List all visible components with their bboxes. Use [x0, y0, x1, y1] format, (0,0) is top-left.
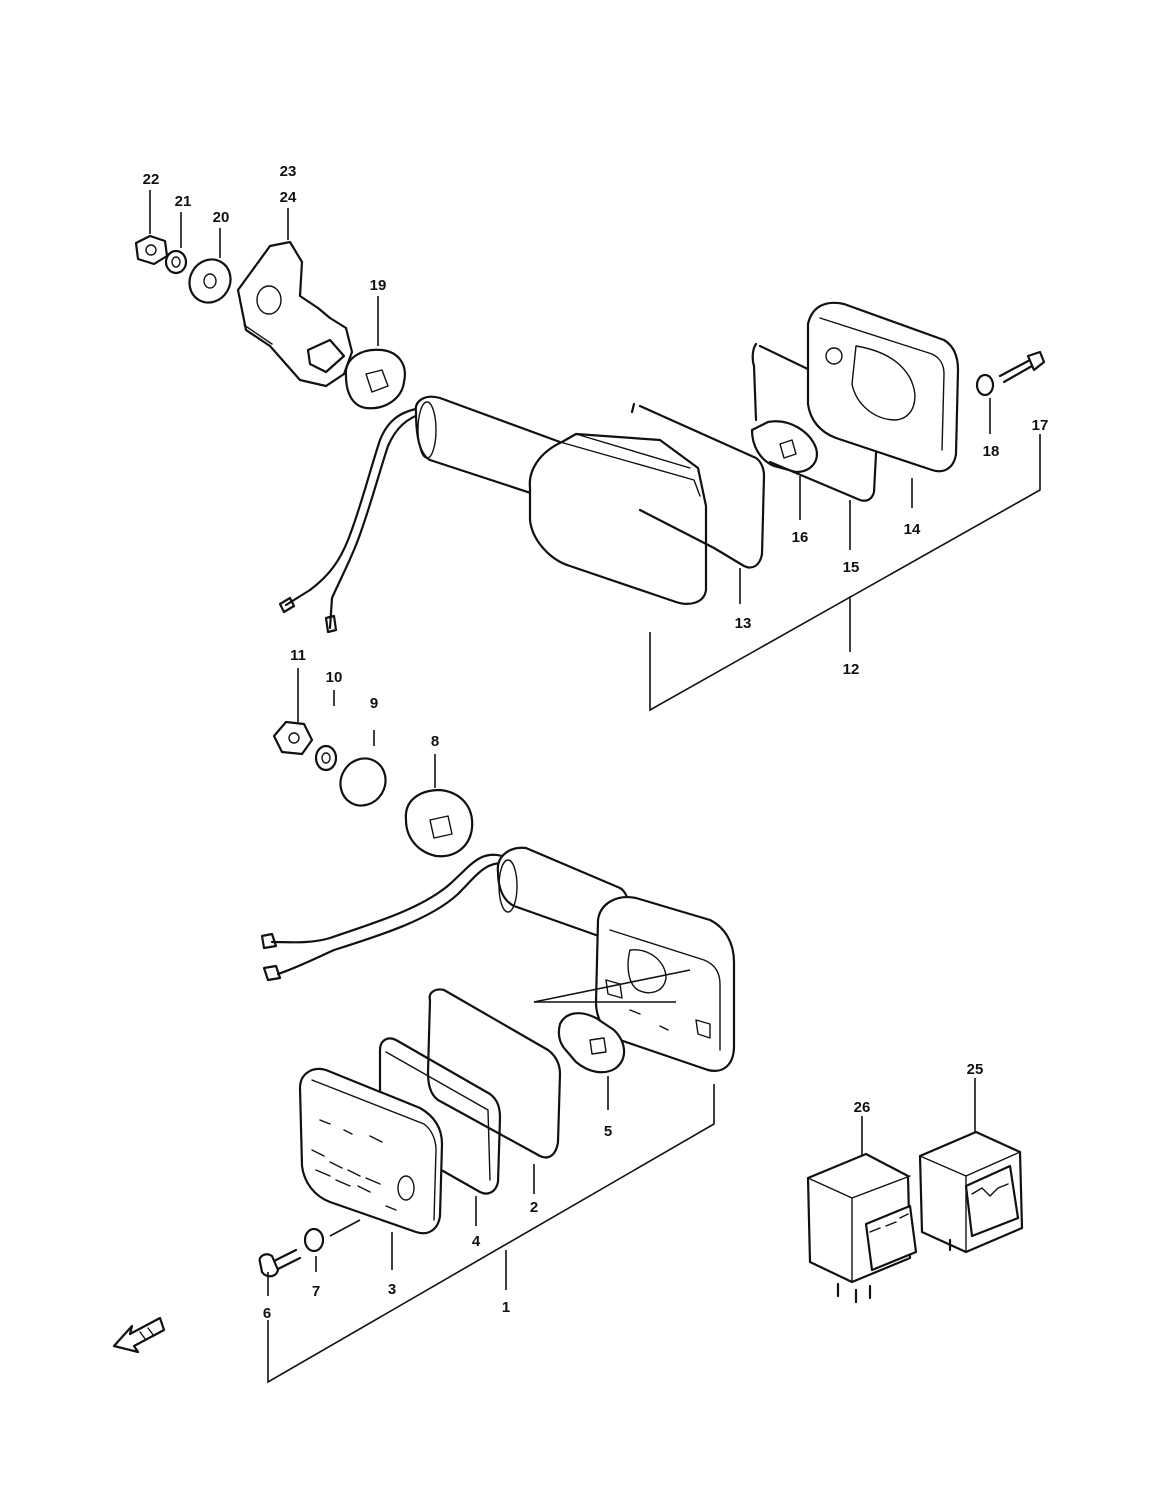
- part-8-grommet: [404, 788, 474, 858]
- part-9-washer: [339, 757, 387, 807]
- label-part-4: 4: [472, 1233, 481, 1250]
- label-part-25: 25: [967, 1061, 984, 1078]
- label-part-13: 13: [735, 615, 752, 632]
- front-direction-arrow-icon: [112, 1316, 166, 1354]
- upper-turn-signal-assembly: [134, 234, 1046, 634]
- label-part-26: 26: [854, 1099, 871, 1116]
- label-part-19: 19: [370, 277, 387, 294]
- part-16-bulb: [750, 420, 818, 474]
- part-13-gasket: [630, 402, 766, 569]
- part-5-bulb: [557, 1012, 626, 1074]
- lower-lead-wires: [260, 853, 508, 982]
- label-part-24: 24: [280, 189, 297, 206]
- bulb-pointer-lines: [533, 969, 691, 1003]
- part-6-screw: [258, 1248, 302, 1278]
- label-part-8: 8: [431, 733, 439, 750]
- label-part-6: 6: [263, 1305, 271, 1322]
- leader-lines: [149, 190, 991, 1296]
- label-part-22: 22: [143, 171, 160, 188]
- label-part-7: 7: [312, 1283, 320, 1300]
- part-21-spring-washer: [164, 249, 188, 275]
- part-17-screw: [998, 350, 1046, 384]
- part-25-relay: [918, 1130, 1024, 1254]
- part-18-nut: [975, 373, 995, 397]
- label-part-16: 16: [792, 529, 809, 546]
- assembly-1-bracket: [267, 1076, 715, 1384]
- label-part-10: 10: [326, 669, 343, 686]
- label-part-2: 2: [530, 1199, 538, 1216]
- part-22-nut: [134, 234, 169, 266]
- part-2-gasket: [426, 988, 562, 1159]
- label-part-20: 20: [213, 209, 230, 226]
- label-part-14: 14: [904, 521, 921, 538]
- part-11-nut: [272, 720, 314, 756]
- part-10-spring-washer: [314, 744, 338, 772]
- part-number-labels: 1 2 3 4 5 6 7 8 9 10 11 12 13 14 15 16 1…: [143, 163, 1049, 1322]
- label-part-21: 21: [175, 193, 192, 210]
- part-19-grommet: [344, 348, 406, 410]
- label-part-9: 9: [370, 695, 378, 712]
- part-20-washer: [188, 258, 232, 304]
- upper-lead-wires: [278, 406, 428, 634]
- screw-guide-line: [329, 1219, 361, 1237]
- label-part-3: 3: [388, 1281, 396, 1298]
- part-14-lens: [806, 301, 960, 473]
- label-part-11: 11: [290, 647, 306, 664]
- part-3-lens: [298, 1067, 444, 1235]
- label-part-12: 12: [843, 661, 860, 678]
- label-part-17: 17: [1032, 417, 1049, 434]
- assembly-12-bracket: [649, 434, 1041, 712]
- label-part-18: 18: [983, 443, 1000, 460]
- part-23-24-bracket: [236, 240, 354, 388]
- upper-signal-housing: [414, 395, 708, 605]
- part-26-relay: [806, 1152, 918, 1304]
- label-part-15: 15: [843, 559, 860, 576]
- part-7-nut: [303, 1227, 325, 1253]
- label-part-1: 1: [502, 1299, 510, 1316]
- label-part-5: 5: [604, 1123, 612, 1140]
- lower-turn-signal-assembly: [258, 720, 736, 1278]
- label-part-23: 23: [280, 163, 297, 180]
